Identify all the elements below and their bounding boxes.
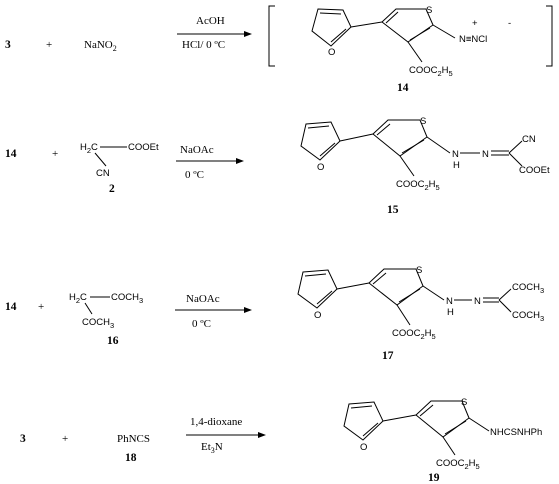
thiophene-sulfur: S [416,265,422,276]
product-14-structure: O S COOC2H5 N≡NCl + - [311,5,511,78]
reactant-3: 3 [5,39,11,51]
nh-hydrogen: H [453,160,460,171]
nh-atom: N [452,149,459,160]
compound-label-17: 17 [382,350,394,362]
reagent-temp: 0 ºC [192,318,211,330]
furan-ring [300,121,341,161]
plus-sign: + [46,39,52,51]
reagent-temp: 0 ºC [185,169,204,181]
ester-group: COOC2H5 [392,328,436,341]
reagent-dioxane: 1,4-dioxane [190,416,242,428]
cn-group: CN [522,134,536,145]
azo-nitrogen: N [482,149,489,160]
furan-oxygen: O [317,162,324,173]
arrowhead-3 [244,307,252,313]
thiourea-group: NHCSNHPh [490,427,542,438]
compound-label-18: 18 [125,452,137,464]
nh-atom: N [446,296,453,307]
right-bracket [546,5,553,67]
reaction-3: 14 + H2C COCH3 COCH3 16 NaOAc 0 ºC O S C… [5,265,544,362]
furan-oxygen: O [328,47,335,58]
ester-group: COOC2H5 [436,458,480,471]
compound-label-16: 16 [107,335,119,347]
thiophene-ring [372,119,428,157]
furan-ring [343,401,384,441]
product-19-structure: O S COOC2H5 NHCSNHPh [343,397,542,471]
reactant-14: 14 [5,148,17,160]
reagent-hcl: HCl/ 0 ºC [182,39,225,51]
thiophene-sulfur: S [461,397,467,408]
coch3-group-top: COCH3 [111,292,143,305]
diazonium-group: N≡NCl [459,34,487,45]
furan-ring [311,8,352,47]
thiophene-sulfur: S [426,5,432,16]
thiophene-ring [415,400,470,438]
arrowhead-1 [244,31,252,37]
ester-group: COOC2H5 [409,65,453,78]
cooet-group: COOEt [128,142,159,153]
thiophene-ring [381,8,434,43]
coch3-group-bottom: COCH3 [82,317,114,330]
plus-sign: + [38,301,44,313]
reactant-14: 14 [5,301,17,313]
left-bracket [268,5,275,67]
cn-group: CN [96,168,110,179]
furan-ring [297,269,338,309]
plus-sign: + [62,433,68,445]
reagent-naoac: NaOAc [180,144,214,156]
reagent-phncs: PhNCS [117,433,150,445]
compound-label-14: 14 [397,82,409,94]
coch3-group-top: COCH3 [512,282,544,295]
plus-sign: + [52,148,58,160]
ester-group: COOC2H5 [396,179,440,192]
coch3-group-bottom: COCH3 [512,310,544,323]
thiophene-ring [368,268,424,306]
product-17-structure: O S COOC2H5 N H N COCH3 COCH3 [297,265,544,341]
compound-label-19: 19 [428,472,440,484]
furan-oxygen: O [360,442,367,453]
nh-hydrogen: H [447,307,454,318]
furan-oxygen: O [314,310,321,321]
reagent-naoac: NaOAc [186,293,220,305]
reagent-et3n: Et3N [201,441,223,455]
arrowhead-2 [236,158,244,164]
reagent-acoh: AcOH [196,15,225,27]
ch2-group: H2C [80,142,98,155]
charge-plus: + [472,18,478,29]
reactant-3: 3 [20,433,26,445]
azo-nitrogen: N [474,296,481,307]
charge-minus: - [508,18,511,29]
compound-label-15: 15 [387,204,399,216]
compound-label-2: 2 [109,183,115,195]
reagent-nano2: NaNO2 [84,39,117,53]
product-15-structure: O S COOC2H5 N H N CN COOEt [300,116,550,192]
reaction-4: 3 + PhNCS 18 1,4-dioxane Et3N O S COOC2H… [20,397,542,484]
cooet-group: COOEt [519,165,550,176]
ch2-group: H2C [69,292,87,305]
thiophene-sulfur: S [420,116,426,127]
arrowhead-4 [258,432,266,438]
reaction-1: 3 + NaNO2 AcOH HCl/ 0 ºC O S COOC2H5 [5,5,553,94]
reaction-2: 14 + H2C COOEt CN 2 NaOAc 0 ºC O S COOC2… [5,116,550,216]
